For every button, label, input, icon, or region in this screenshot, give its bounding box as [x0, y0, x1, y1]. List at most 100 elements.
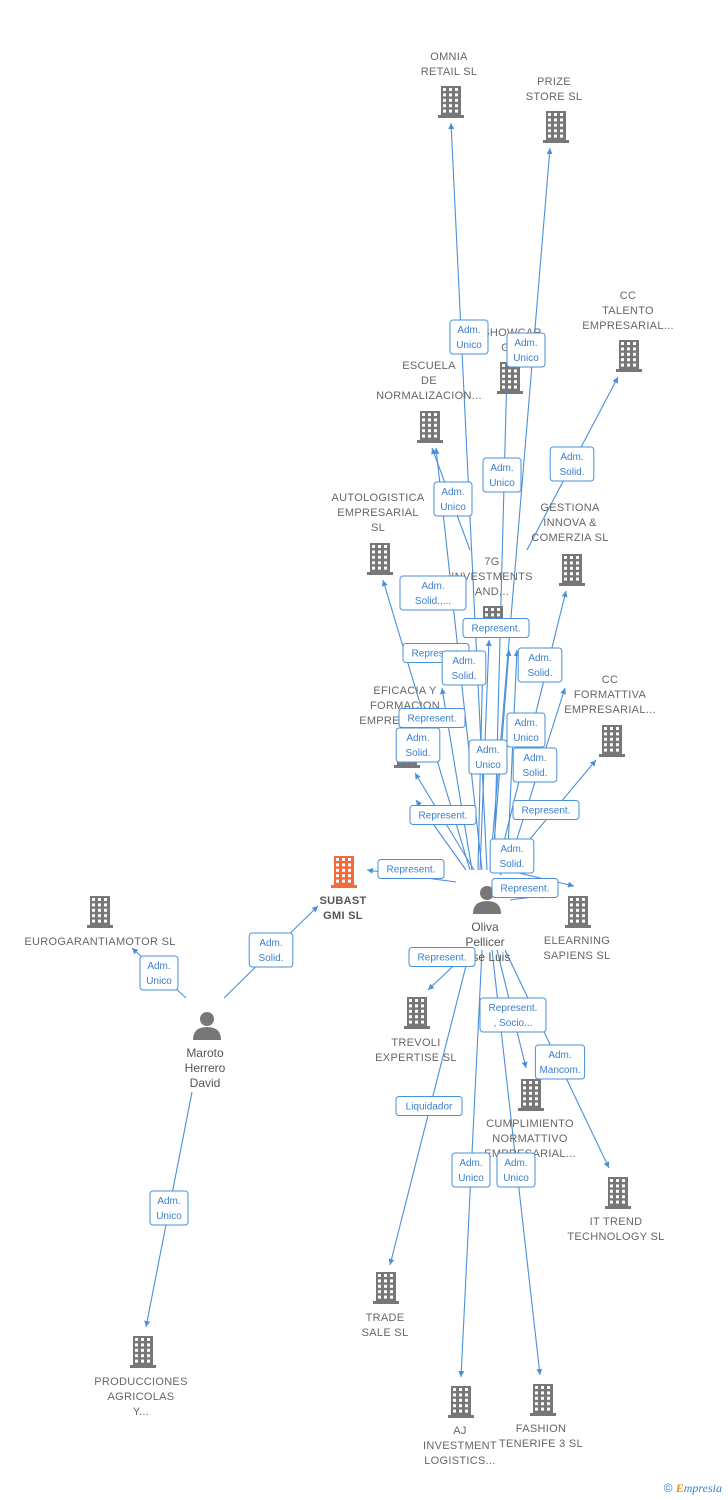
svg-text:Adm.: Adm. [500, 844, 523, 855]
building-icon-omnia[interactable] [438, 86, 464, 118]
edge-label-oliva-to-cumplimiento: Represent. , Socio... [479, 997, 547, 1033]
svg-text:Unico: Unico [440, 502, 466, 513]
svg-text:Represent.: Represent. [412, 649, 461, 660]
svg-text:Adm.: Adm. [421, 581, 444, 592]
svg-text:Represent.: Represent. [489, 1003, 538, 1014]
person-icon-oliva[interactable] [473, 886, 501, 914]
svg-text:Represent.: Represent. [418, 953, 467, 964]
svg-text:Adm.: Adm. [490, 463, 513, 474]
building-icon-cc_talento[interactable] [616, 340, 642, 372]
edge-label-oliva-to-showcar: Adm.Unico [468, 739, 508, 775]
edge-label-oliva-to-elearning: Represent. [491, 878, 559, 898]
svg-text:Solid.: Solid. [559, 467, 584, 478]
svg-text:Adm.: Adm. [523, 753, 546, 764]
edge-label-maroto-to-eurogarantia: Adm. Unico [139, 955, 179, 991]
edge-label-oliva-to-eficacia: Adm.Solid. [395, 727, 441, 763]
edge-label-oliva-to-trevoli: Represent. [408, 947, 476, 967]
edge-label-oliva-to-omnia: Adm. Unico [449, 319, 489, 355]
building-icon-aj[interactable] [448, 1386, 474, 1418]
edge-label-oliva-to-7g: Represent. [462, 618, 530, 638]
svg-text:Unico: Unico [156, 1211, 182, 1222]
edge-label-oliva-to-aj: Adm. Unico [451, 1152, 491, 1188]
svg-text:Adm.: Adm. [259, 938, 282, 949]
building-icon-trade[interactable] [373, 1272, 399, 1304]
edge-label-oliva-to-fashion: Adm.Unico [496, 1152, 536, 1188]
svg-text:Unico: Unico [513, 353, 539, 364]
svg-text:Solid.,...: Solid.,... [415, 596, 451, 607]
building-icon-escuela[interactable] [417, 411, 443, 443]
svg-text:Solid.: Solid. [522, 768, 547, 779]
building-icon-ittrend[interactable] [605, 1177, 631, 1209]
building-icon-prize[interactable] [543, 111, 569, 143]
svg-text:Represent.: Represent. [387, 865, 436, 876]
svg-text:Adm.: Adm. [406, 733, 429, 744]
svg-text:Unico: Unico [458, 1173, 484, 1184]
copyright-symbol: © [663, 1481, 673, 1495]
svg-text:Adm.: Adm. [457, 325, 480, 336]
node-label-eurogarantia[interactable]: EUROGARANTIAMOTOR SL [24, 936, 175, 948]
svg-text:Solid.: Solid. [451, 671, 476, 682]
svg-text:, Socio...: , Socio... [494, 1018, 533, 1029]
edge-label-oliva-to-showcar: Adm.Unico [482, 457, 522, 493]
building-icon-productiones[interactable] [130, 1336, 156, 1368]
svg-text:Represent.: Represent. [419, 811, 468, 822]
svg-text:Adm.: Adm. [459, 1158, 482, 1169]
svg-text:Represent.: Represent. [522, 806, 571, 817]
building-icon-autologistica[interactable] [367, 543, 393, 575]
edge-label-maroto-to-productiones: Adm.Unico [149, 1190, 189, 1226]
building-icon-eurogarantia[interactable] [87, 896, 113, 928]
svg-text:Adm.: Adm. [441, 487, 464, 498]
svg-text:Unico: Unico [475, 760, 501, 771]
person-icon-maroto[interactable] [193, 1012, 221, 1040]
svg-text:Unico: Unico [146, 976, 172, 987]
svg-text:Adm.: Adm. [147, 961, 170, 972]
building-icon-elearning[interactable] [565, 896, 591, 928]
building-icon-cc_formattiva[interactable] [599, 725, 625, 757]
footer-brand[interactable]: © Empresia [664, 1481, 722, 1496]
svg-text:Adm.: Adm. [504, 1158, 527, 1169]
svg-text:Represent.: Represent. [501, 884, 550, 895]
svg-text:Represent.: Represent. [408, 714, 457, 725]
building-icon-fashion[interactable] [530, 1384, 556, 1416]
svg-text:Mancom.: Mancom. [539, 1065, 580, 1076]
building-icon-cumplimiento[interactable] [518, 1079, 544, 1111]
edge-label-oliva-to-elearning: Adm. Solid. [489, 838, 535, 874]
edge-label-oliva-to-eficacia: Adm.Solid. [441, 650, 487, 686]
edge-label-maroto-to-subast: Adm. Solid. [248, 932, 294, 968]
svg-text:Solid.: Solid. [499, 859, 524, 870]
svg-text:Solid.: Solid. [527, 668, 552, 679]
edge-label-oliva-to-escuela: Adm. Unico [433, 481, 473, 517]
edge-label-oliva-to-eficacia: Represent. [398, 708, 466, 728]
edge-label-oliva-to-cc_formattiva: Represent. [512, 800, 580, 820]
building-icon-trevoli[interactable] [404, 997, 430, 1029]
edge-oliva-to-gestiona [506, 649, 520, 871]
edge-label-oliva-to-cc_formattiva: Adm. Solid. [512, 747, 558, 783]
svg-text:Solid.: Solid. [258, 953, 283, 964]
svg-text:Unico: Unico [456, 340, 482, 351]
building-icon-gestiona[interactable] [559, 554, 585, 586]
edge-label-oliva-to-gestiona: Adm.Solid. [517, 647, 563, 683]
svg-text:Adm.: Adm. [514, 718, 537, 729]
building-icon-subast[interactable] [331, 856, 357, 888]
